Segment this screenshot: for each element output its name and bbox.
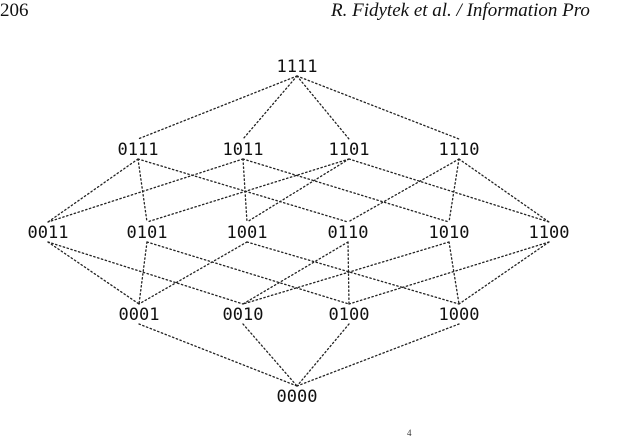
node-layer: 1111 0111 1011 1101 1110 0011 0101 1001 0110 1010… bbox=[28, 57, 570, 407]
node-1000: 1000 bbox=[439, 305, 480, 325]
node-0001: 0001 bbox=[119, 305, 160, 325]
node-0000: 0000 bbox=[277, 387, 318, 407]
edge-1111-1110 bbox=[296, 75, 460, 140]
edge-1101-0101 bbox=[146, 158, 350, 223]
edge-1011-1010 bbox=[242, 158, 450, 223]
edge-1111-1011 bbox=[242, 75, 298, 140]
edge-1110-1010 bbox=[448, 158, 460, 223]
edge-1001-1000 bbox=[246, 241, 460, 305]
edge-0010-0000 bbox=[242, 323, 298, 387]
edge-0111-0101 bbox=[137, 158, 148, 223]
edge-0100-0000 bbox=[296, 323, 350, 387]
edge-1110-1100 bbox=[458, 158, 550, 223]
edge-1101-1001 bbox=[246, 158, 350, 223]
edge-1101-1100 bbox=[348, 158, 550, 223]
edge-1000-0000 bbox=[296, 323, 460, 387]
edge-0001-0000 bbox=[138, 323, 298, 387]
node-0100: 0100 bbox=[329, 305, 370, 325]
edge-1111-0111 bbox=[137, 75, 298, 140]
edge-1100-1000 bbox=[458, 241, 550, 305]
edge-layer bbox=[47, 75, 550, 387]
edge-0111-0011 bbox=[47, 158, 139, 223]
stray-mark: 4 bbox=[407, 428, 412, 438]
node-0011: 0011 bbox=[28, 223, 69, 243]
edge-1110-0110 bbox=[347, 158, 460, 223]
edge-0110-0100 bbox=[347, 241, 350, 305]
node-0110: 0110 bbox=[328, 223, 369, 243]
node-1100: 1100 bbox=[529, 223, 570, 243]
edge-1010-1000 bbox=[448, 241, 460, 305]
edge-0101-0001 bbox=[138, 241, 148, 305]
node-1010: 1010 bbox=[429, 223, 470, 243]
node-0111: 0111 bbox=[118, 140, 159, 160]
node-1110: 1110 bbox=[439, 140, 480, 160]
node-0101: 0101 bbox=[127, 223, 168, 243]
running-title: R. Fidytek et al. / Information Pro bbox=[331, 0, 590, 21]
edge-1010-0010 bbox=[242, 241, 450, 305]
edge-0101-0100 bbox=[146, 241, 350, 305]
edge-1111-1101 bbox=[296, 75, 350, 140]
edge-1001-0001 bbox=[138, 241, 248, 305]
node-1011: 1011 bbox=[223, 140, 264, 160]
node-0010: 0010 bbox=[223, 305, 264, 325]
node-1001: 1001 bbox=[227, 223, 268, 243]
edge-1100-0100 bbox=[348, 241, 550, 305]
edge-1011-0011 bbox=[47, 158, 244, 223]
page-number: 206 bbox=[0, 0, 29, 21]
edge-0110-0010 bbox=[242, 241, 349, 305]
node-1101: 1101 bbox=[329, 140, 370, 160]
node-1111: 1111 bbox=[277, 57, 318, 77]
edge-1011-1001 bbox=[242, 158, 248, 223]
edge-0011-0001 bbox=[47, 241, 140, 305]
edge-0111-0110 bbox=[137, 158, 349, 223]
